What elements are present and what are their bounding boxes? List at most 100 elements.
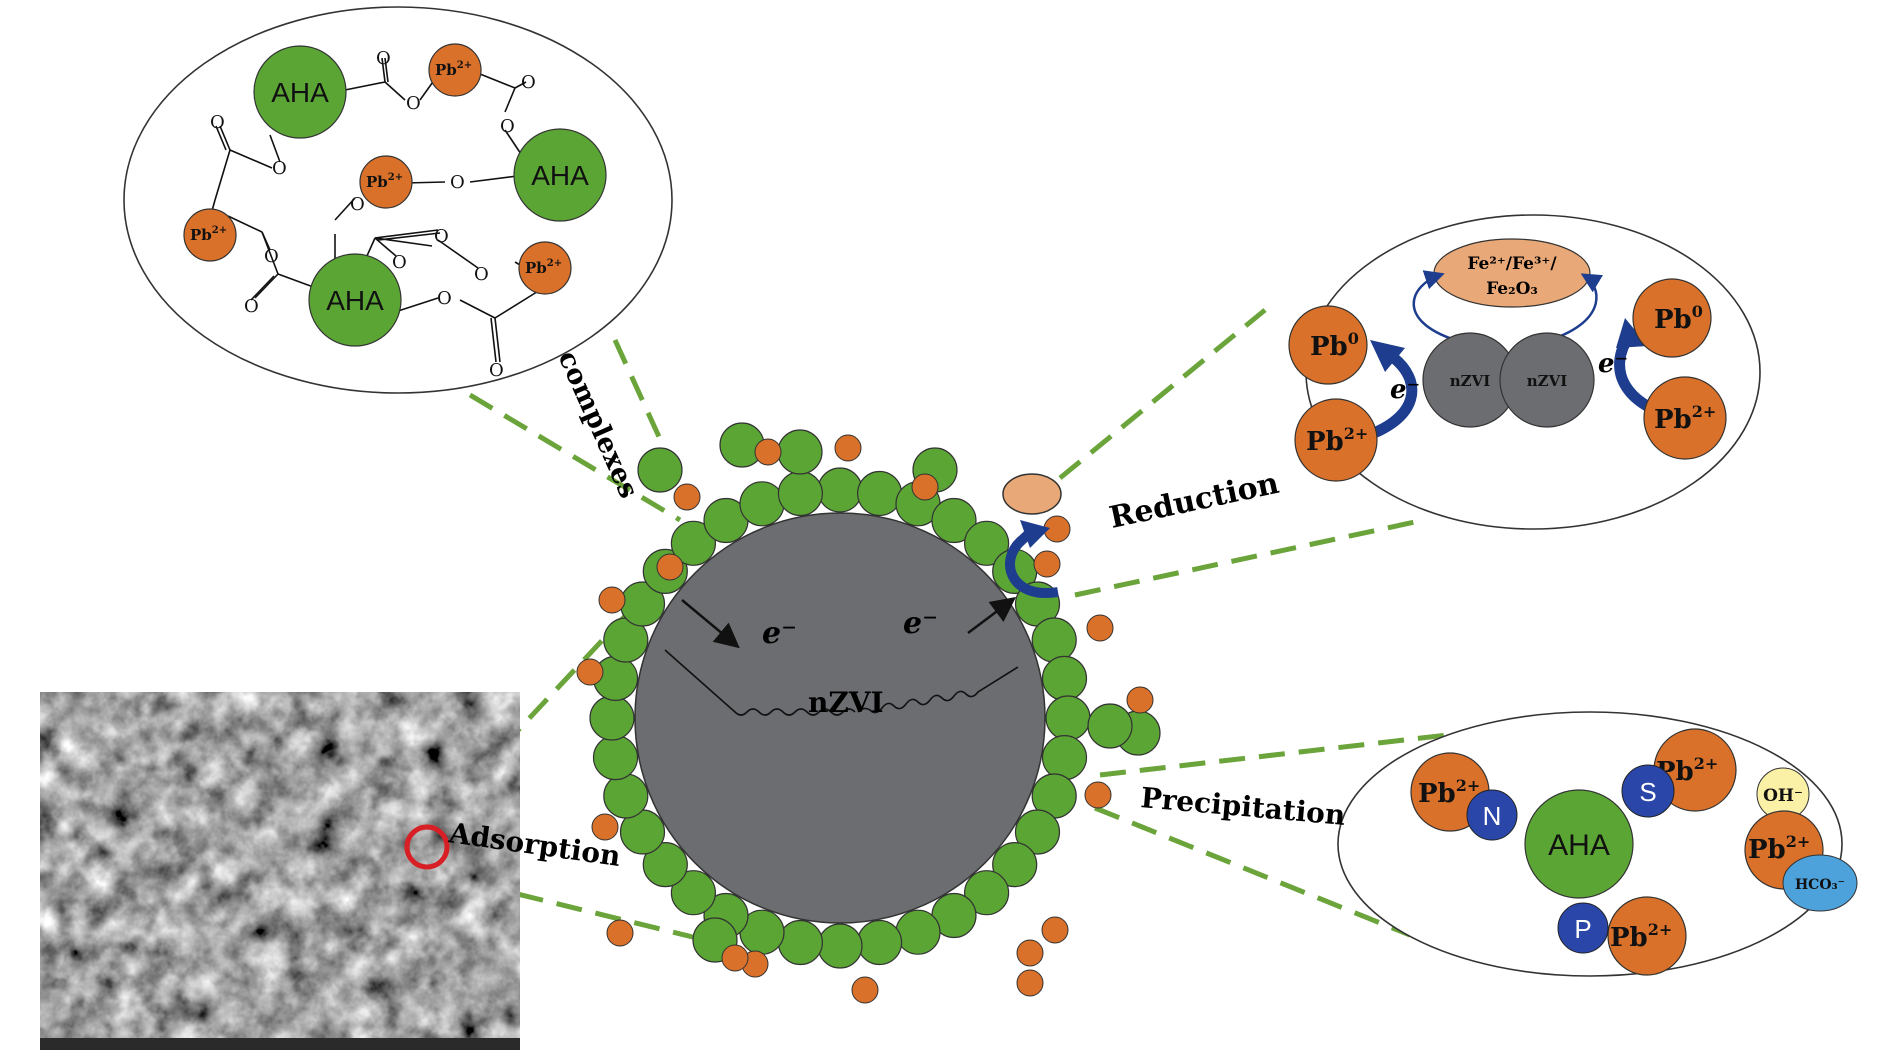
pb2-right-base: Pb: [1654, 405, 1692, 435]
label-complexes: complexes: [552, 346, 645, 503]
precip-pb-top-right: Pb2+: [1653, 728, 1737, 812]
surface-orange-particle: [1126, 686, 1154, 714]
complexes-aha-nodes: AHA AHA AHA: [253, 45, 607, 347]
oxygen-atom: O: [489, 360, 504, 381]
reduction-nzvi-left-label: nZVI: [1450, 372, 1491, 390]
complex-pb-node: [359, 155, 413, 209]
complex-pb-label: Pb2+: [190, 225, 227, 244]
oxygen-atom: O: [450, 172, 465, 193]
complex-pb-node: [428, 43, 482, 97]
nzvi-label: nZVI: [808, 686, 884, 719]
iron-oxide-particle: [1002, 473, 1062, 515]
svg-text:Pb2+: Pb2+: [1418, 776, 1480, 809]
complex-aha-node: [308, 253, 402, 347]
connector-reduction-b: [1074, 519, 1416, 598]
svg-text:P: P: [1574, 914, 1591, 944]
reduction-arrowhead-left: [1370, 340, 1405, 372]
reduction-pb0-right: Pb0: [1632, 278, 1712, 358]
surface-green-particle: [670, 870, 717, 916]
complex-pb-node: [518, 241, 572, 295]
surface-orange-particle: [673, 483, 701, 511]
surface-green-particle: [856, 919, 903, 966]
surface-green-particle: [1014, 809, 1061, 855]
oxygen-atom: O: [474, 264, 489, 285]
surface-orange-particle: [1041, 916, 1069, 944]
pb0-left-sup: 0: [1348, 329, 1359, 348]
nzvi-particle: e⁻ e⁻ nZVI: [576, 422, 1161, 1004]
connector-precip-a: [1099, 730, 1466, 778]
surface-orange-particle: [1016, 969, 1044, 997]
surface-green-particle: [1041, 655, 1088, 702]
oxygen-atom: O: [210, 112, 225, 133]
complex-aha-label: AHA: [271, 77, 329, 108]
pb0-left-base: Pb: [1310, 332, 1348, 362]
sem-image-panel: [40, 692, 520, 1050]
precip-aha-node: AHA: [1524, 789, 1634, 899]
surface-green-particle: [777, 919, 824, 966]
surface-green-particle: [1031, 617, 1077, 663]
surface-orange-particle: [754, 438, 782, 466]
complexes-pb-nodes: Pb2+Pb2+Pb2+Pb2+: [183, 43, 572, 295]
precip-n-node: N: [1466, 789, 1518, 841]
surface-green-particle: [637, 447, 683, 493]
complex-pb-label: Pb2+: [435, 60, 472, 79]
svg-text:Pb2+: Pb2+: [1610, 920, 1672, 953]
iron-species-line1: Fe²⁺/Fe³⁺/: [1467, 254, 1557, 274]
pb0-right-base: Pb: [1654, 305, 1692, 335]
connector-reduction-a: [1058, 308, 1267, 480]
oxidation-arc-left: [1412, 270, 1456, 342]
complex-aha-node: [253, 45, 347, 139]
electron-path-left: [664, 649, 856, 716]
svg-text:OH⁻: OH⁻: [1763, 786, 1803, 806]
precip-p-node: P: [1557, 902, 1609, 954]
surface-orange-particle: [1033, 550, 1061, 578]
oxygen-atom: O: [392, 252, 407, 273]
surface-green-particle: [589, 695, 635, 741]
reduction-panel: Fe²⁺/Fe³⁺/ Fe₂O₃ nZVI nZVI e⁻ e⁻ Pb0 Pb2…: [1288, 214, 1761, 530]
electron-path-right: [857, 666, 1019, 714]
oxygen-atom: O: [521, 72, 536, 93]
complex-pb-label: Pb2+: [525, 258, 562, 277]
surface-orange-particle: [1086, 614, 1114, 642]
precip-pb-bottom: Pb2+: [1607, 896, 1687, 976]
surface-orange-particle: [721, 944, 749, 972]
oxygen-atom: O: [437, 288, 452, 309]
electron-label-right: e⁻: [903, 606, 938, 641]
connector-complexes-a: [468, 392, 682, 523]
svg-text:S: S: [1639, 777, 1656, 807]
pb2-left-sup: 2+: [1344, 424, 1369, 443]
reduction-pb2-right: Pb2+: [1643, 376, 1727, 460]
svg-text:Pb0: Pb0: [1654, 302, 1703, 335]
reduction-arrow-left: [1358, 350, 1418, 444]
oxidation-arc-right: [1549, 273, 1604, 342]
electron-arrow-left: [681, 599, 740, 649]
reduction-electron-right: e⁻: [1598, 349, 1628, 379]
reduction-curl-arrowhead: [1020, 520, 1050, 548]
sem-info-bar: [40, 1038, 520, 1050]
surface-orange-particle: [851, 976, 879, 1004]
surface-green-particle: [1041, 734, 1088, 781]
svg-text:Pb2+: Pb2+: [1306, 424, 1368, 457]
surface-green-particle: [670, 520, 717, 566]
complex-aha-label: AHA: [326, 285, 384, 316]
surface-green-particle: [1087, 703, 1133, 749]
oxygen-atom: O: [244, 296, 259, 317]
surface-green-particle: [856, 470, 903, 517]
reduction-curl-arrow: [1005, 524, 1059, 599]
svg-text:AHA: AHA: [1548, 829, 1610, 862]
surface-green-particle: [777, 429, 823, 475]
nzvi-core: [634, 512, 1046, 924]
oxygen-atom: O: [500, 116, 515, 137]
pb0-right-sup: 0: [1692, 302, 1703, 321]
reduction-pb0-left: Pb0: [1288, 305, 1368, 385]
pb2-right-sup: 2+: [1692, 402, 1717, 421]
complex-aha-label: AHA: [531, 160, 589, 191]
precip-s-node: S: [1621, 764, 1675, 818]
surface-green-particle: [992, 841, 1038, 888]
surface-orange-particle: [606, 919, 634, 947]
reduction-nzvi-right-label: nZVI: [1527, 372, 1568, 390]
surface-green-particle: [1045, 695, 1091, 741]
surface-orange-particle: [1084, 781, 1112, 809]
